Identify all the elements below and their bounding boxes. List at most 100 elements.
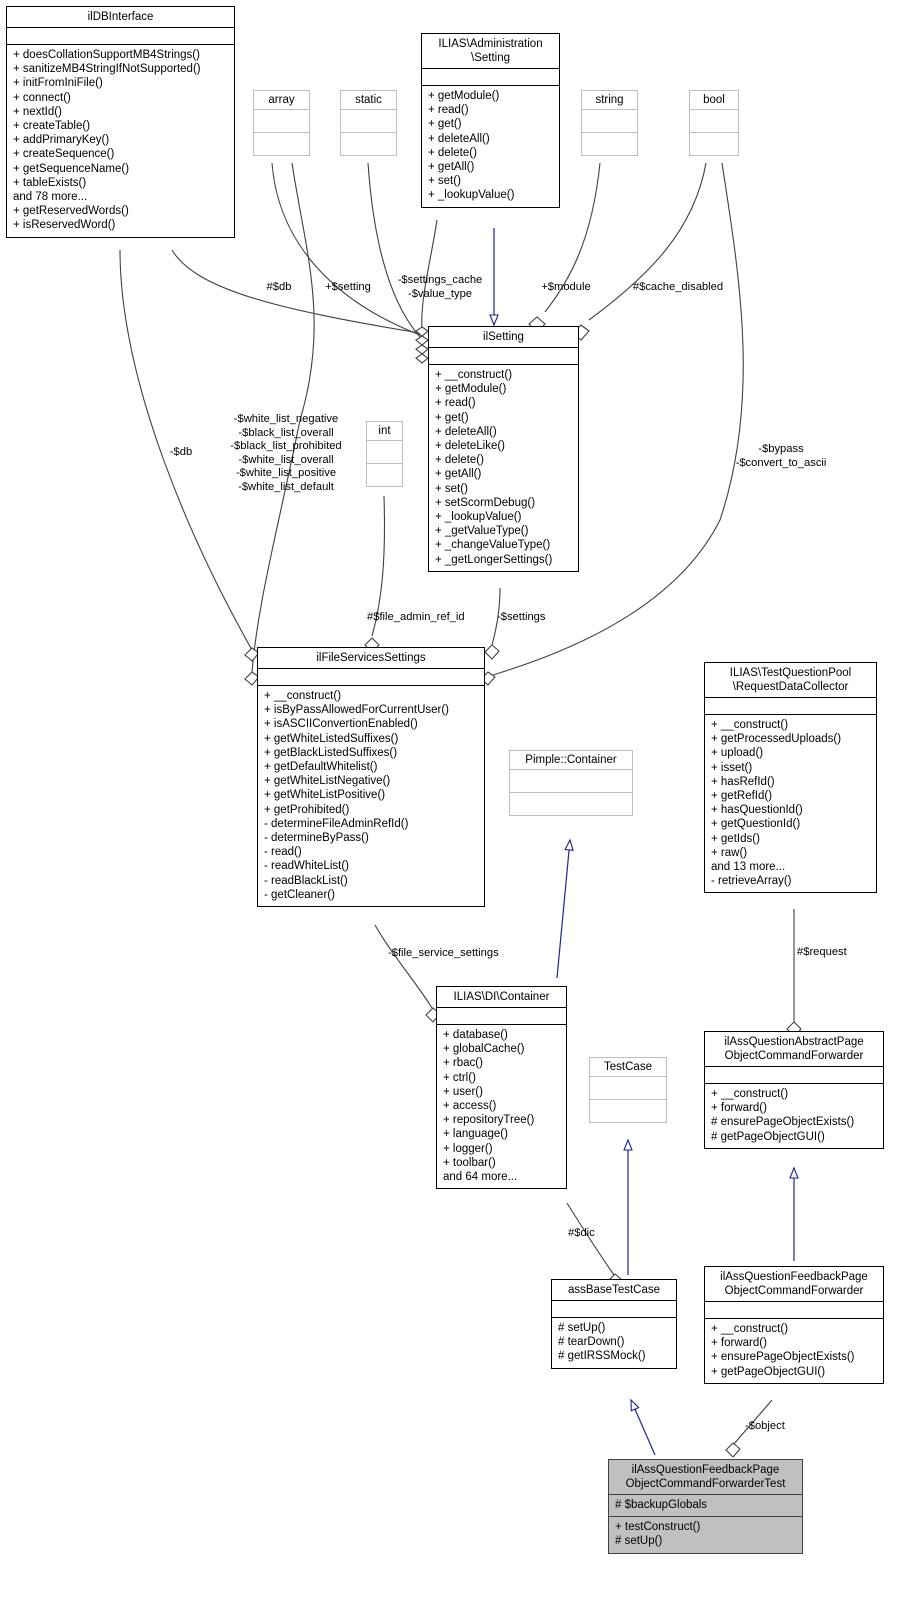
divider [7,27,234,28]
edge-label-dic: #$dic [568,1227,595,1239]
class-attributes [705,1302,883,1318]
class-operations: + testConstruct() # setUp() [615,1521,701,1548]
class-attributes [258,669,484,685]
class-node-assbasetestcase[interactable]: assBaseTestCase # setUp() # tearDown() #… [551,1279,677,1369]
class-node-abstractpageforwarder[interactable]: ilAssQuestionAbstractPage ObjectCommandF… [704,1031,884,1149]
class-title: string [595,94,624,106]
class-operations: + __construct() + forward() + ensurePage… [711,1323,855,1378]
divider [367,463,402,464]
divider [422,68,559,69]
class-node-bool[interactable]: bool [689,90,739,156]
class-operations [690,133,738,155]
divider [609,1494,802,1495]
class-operations: # setUp() # tearDown() # getIRSSMock() [558,1322,646,1363]
class-node-requestdatacollector[interactable]: ILIAS\TestQuestionPool \RequestDataColle… [704,662,877,894]
class-operations: + doesCollationSupportMB4Strings() + san… [13,49,201,232]
class-title: bool [703,94,725,106]
class-title: ILIAS\DI\Container [453,991,550,1003]
divider [705,1301,883,1302]
class-title: ilAssQuestionFeedbackPage ObjectCommandF… [720,1271,868,1297]
class-title: ILIAS\TestQuestionPool \RequestDataColle… [729,667,852,693]
divider [609,1516,802,1518]
divider [690,109,738,110]
divider [705,697,876,698]
class-operations: + __construct() + getProcessedUploads() … [711,719,842,888]
class-title: Pimple::Container [525,754,617,766]
class-attributes [367,441,402,463]
class-operations: + __construct() + forward() # ensurePage… [711,1088,855,1143]
divider [705,1066,883,1067]
class-node-string[interactable]: string [581,90,638,156]
class-node-ildbinterface[interactable]: ilDBInterface + doesCollationSupportMB4S… [6,6,235,238]
class-node-administration-setting[interactable]: ILIAS\Administration \Setting + getModul… [421,33,560,208]
edge-label-module-plus: +$module [541,281,591,293]
divider [705,1318,883,1319]
divider [590,1076,666,1077]
class-title: ilFileServicesSettings [316,652,426,664]
edge-label-settings: -$settings [497,611,546,623]
class-operations: + database() + globalCache() + rbac() + … [443,1029,535,1184]
divider [510,792,632,793]
divider [690,132,738,133]
class-title: static [355,94,382,106]
divider [7,44,234,45]
class-node-testcase[interactable]: TestCase [589,1057,667,1123]
divider [510,769,632,770]
class-attributes [510,770,632,792]
divider [437,1024,566,1025]
class-operations: + __construct() + getModule() + read() +… [435,369,553,566]
class-node-ilfileservicessettings[interactable]: ilFileServicesSettings + __construct() +… [257,647,485,908]
edge-label-db-private: -$db [169,446,193,458]
divider [582,109,637,110]
class-operations [367,464,402,486]
divider [254,109,309,110]
class-title: ILIAS\Administration \Setting [438,38,543,64]
edge-label-settings-cache: -$settings_cache -$value_type [397,274,483,300]
class-operations [341,133,396,155]
class-operations [254,133,309,155]
class-node-static[interactable]: static [340,90,397,156]
divider [422,85,559,86]
edge-label-white-black-lists: -$white_list_negative -$black_list_overa… [230,413,342,493]
class-attributes [705,1067,883,1083]
class-attributes [582,110,637,132]
class-node-int[interactable]: int [366,421,403,487]
class-title: assBaseTestCase [567,1284,661,1296]
divider [258,668,484,669]
class-operations: + getModule() + read() + get() + deleteA… [428,90,515,202]
divider [254,132,309,133]
divider [590,1099,666,1100]
class-attributes: # $backupGlobals [615,1499,708,1511]
class-operations: + __construct() + isByPassAllowedForCurr… [264,690,450,901]
edge-label-cache-disabled: #$cache_disabled [632,281,724,293]
class-attributes [341,110,396,132]
class-title: ilAssQuestionFeedbackPage ObjectCommandF… [625,1464,786,1490]
divider [552,1300,676,1301]
class-node-ilsetting[interactable]: ilSetting + __construct() + getModule() … [428,326,579,572]
divider [705,714,876,715]
edge-label-file-service-settings: -$file_service_settings [388,947,499,959]
class-operations [590,1100,666,1122]
class-attributes [429,348,578,364]
class-attributes [552,1301,676,1317]
class-attributes [590,1077,666,1099]
class-node-array[interactable]: array [253,90,310,156]
class-node-di-container[interactable]: ILIAS\DI\Container + database() + global… [436,986,567,1190]
divider [341,132,396,133]
class-operations [582,133,637,155]
class-title: int [378,425,391,437]
class-title: ilDBInterface [87,11,154,23]
divider [437,1007,566,1008]
class-node-pimple-container[interactable]: Pimple::Container [509,750,633,816]
class-attributes [7,28,234,44]
divider [552,1317,676,1318]
divider [258,685,484,686]
edge-label-bypass-convert: -$bypass -$convert_to_ascii [735,443,827,469]
class-node-feedbackpageforwardertest[interactable]: ilAssQuestionFeedbackPage ObjectCommandF… [608,1459,803,1554]
class-attributes [690,110,738,132]
divider [582,132,637,133]
class-node-feedbackpageforwarder[interactable]: ilAssQuestionFeedbackPage ObjectCommandF… [704,1266,884,1384]
divider [341,109,396,110]
edge-label-request: #$request [797,946,847,958]
